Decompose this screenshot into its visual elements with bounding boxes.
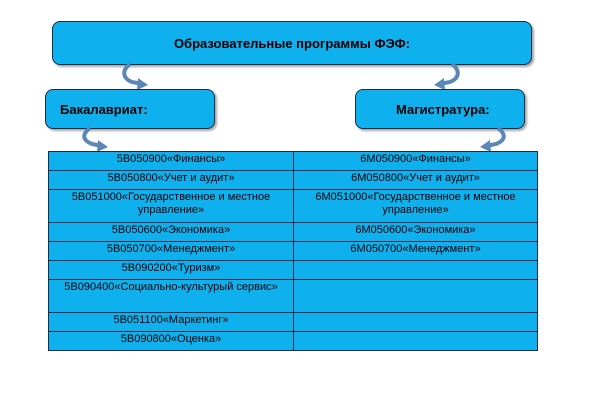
table-row: 5B050900«Финансы» 6M050900«Финансы» — [48, 151, 538, 171]
programs-table: 5B050900«Финансы» 6M050900«Финансы» 5B05… — [48, 151, 538, 351]
table-row: 5B090800«Оценка» — [48, 331, 538, 351]
bachelor-program-cell: 5B090200«Туризм» — [48, 260, 294, 280]
diagram-title: Образовательные программы ФЭФ: — [173, 35, 411, 51]
bachelor-box: Бакалавриат: — [45, 89, 215, 129]
bachelor-program-cell: 5B090400«Социально-культурый сервис» — [48, 279, 294, 313]
master-program-cell — [293, 312, 538, 332]
table-row: 5B090400«Социально-культурый сервис» — [48, 279, 538, 313]
master-program-cell — [293, 331, 538, 351]
master-box: Магистратура: — [355, 89, 525, 129]
master-label: Магистратура: — [396, 101, 490, 117]
table-row: 5B050600«Экономика» 6M050600«Экономика» — [48, 222, 538, 242]
bachelor-program-cell: 5B050700«Менеджмент» — [48, 241, 294, 261]
bachelor-program-cell: 5B051000«Государственное и местное управ… — [48, 189, 294, 223]
table-row: 5B090200«Туризм» — [48, 260, 538, 280]
master-program-cell: 6M051000«Государственное и местное управ… — [293, 189, 538, 223]
bachelor-program-cell: 5B050800«Учет и аудит» — [48, 170, 294, 190]
bachelor-program-cell: 5B050600«Экономика» — [48, 222, 294, 242]
master-program-cell — [293, 260, 538, 280]
table-row: 5B050700«Менеджмент» 6M050700«Менеджмент… — [48, 241, 538, 261]
title-box: Образовательные программы ФЭФ: — [52, 21, 532, 65]
table-row: 5B051100«Маркетинг» — [48, 312, 538, 332]
curved-arrow-icon — [434, 62, 460, 90]
bachelor-program-cell: 5B090800«Оценка» — [48, 331, 294, 351]
curved-arrow-icon — [480, 126, 506, 152]
table-row: 5B050800«Учет и аудит» 6M050800«Учет и а… — [48, 170, 538, 190]
curved-arrow-icon — [122, 62, 148, 90]
master-program-cell: 6M050900«Финансы» — [293, 151, 538, 171]
curved-arrow-icon — [82, 126, 108, 152]
master-program-cell: 6M050600«Экономика» — [293, 222, 538, 242]
bachelor-label: Бакалавриат: — [60, 101, 148, 117]
table-row: 5B051000«Государственное и местное управ… — [48, 189, 538, 223]
bachelor-program-cell: 5B051100«Маркетинг» — [48, 312, 294, 332]
bachelor-program-cell: 5B050900«Финансы» — [48, 151, 294, 171]
master-program-cell: 6M050700«Менеджмент» — [293, 241, 538, 261]
master-program-cell — [293, 279, 538, 313]
master-program-cell: 6M050800«Учет и аудит» — [293, 170, 538, 190]
